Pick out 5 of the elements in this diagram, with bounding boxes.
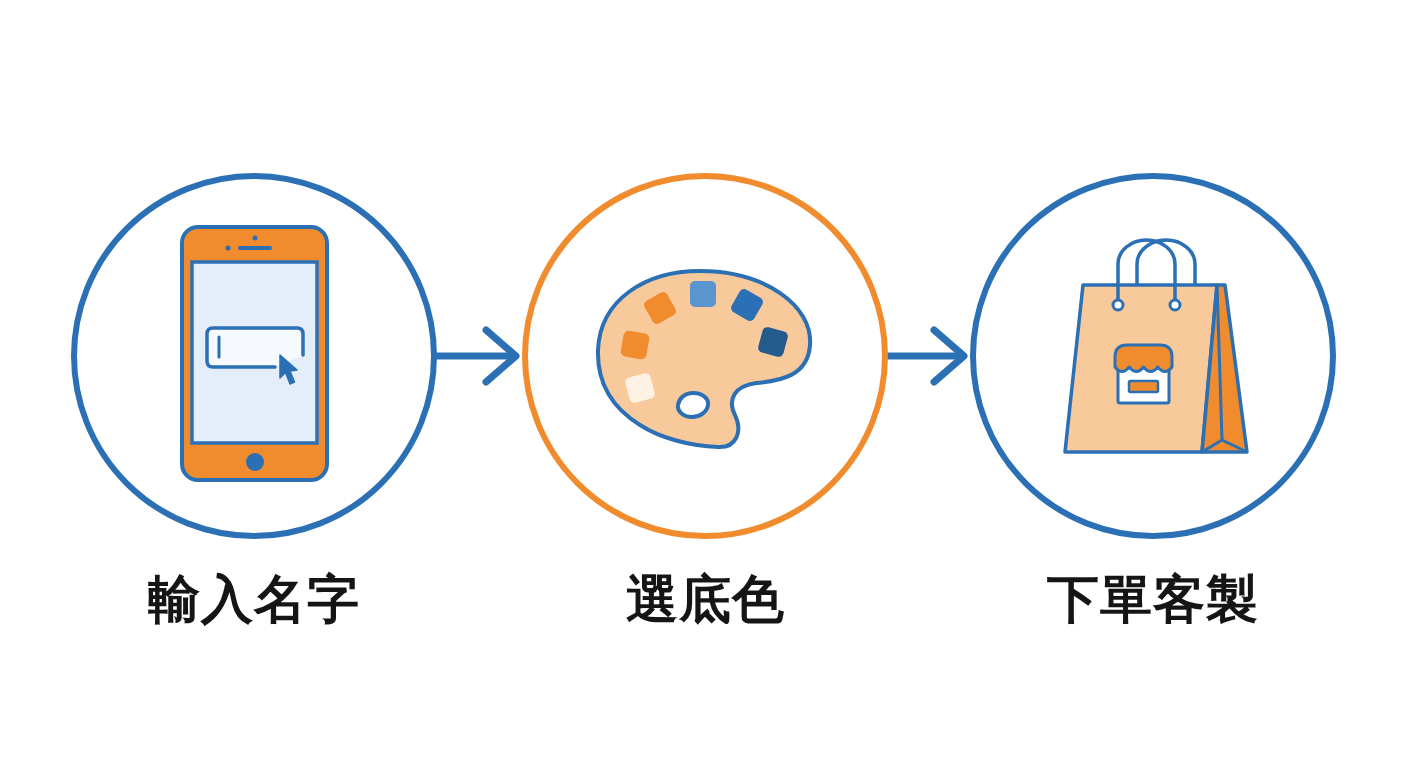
step-label: 下單客製 [1047, 570, 1259, 629]
arrow [435, 326, 520, 386]
arrow [886, 326, 968, 386]
step-label: 選底色 [625, 570, 785, 629]
step-label: 輸入名字 [148, 570, 360, 629]
